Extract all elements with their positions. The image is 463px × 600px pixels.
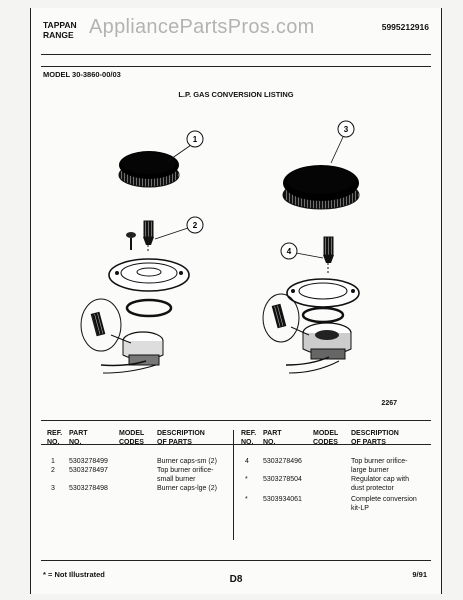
row-part: 5303278496 <box>263 458 302 465</box>
hdr-ref: REF.NO. <box>47 430 63 446</box>
small-burner-orifice <box>143 220 154 253</box>
row-part: 5303934061 <box>263 496 302 503</box>
header-rule <box>41 54 431 55</box>
row-desc: Burner caps-sm (2) <box>157 458 217 465</box>
row-ref: 4 <box>245 458 249 465</box>
large-igniter-inset <box>262 293 310 343</box>
row-ref: * <box>245 496 248 503</box>
header-rule-2 <box>41 66 431 67</box>
row-part: 5303278504 <box>263 476 302 483</box>
page-code: D8 <box>229 574 243 585</box>
row-ref: 1 <box>51 458 55 465</box>
row-part: 5303278497 <box>69 467 108 474</box>
large-burner-orifice <box>323 236 334 273</box>
publication-number: 5995212916 <box>381 22 429 32</box>
large-burner-base <box>286 278 360 308</box>
brand-line-2: RANGE <box>43 30 74 40</box>
row-ref: 3 <box>51 485 55 492</box>
brand-line-1: TAPPAN <box>43 20 77 30</box>
parts-sheet: TAPPAN RANGE AppliancePartsPros.com 5995… <box>30 8 442 594</box>
model-number: MODEL 30-3860-00/03 <box>43 70 121 79</box>
section-title: L.P. GAS CONVERSION LISTING <box>178 90 294 99</box>
callout-4: 4 <box>287 247 292 256</box>
mounting-screw <box>126 232 136 250</box>
table-header-rule <box>41 444 431 445</box>
table-divider <box>233 430 234 540</box>
igniter-inset <box>80 298 132 352</box>
table-top-rule <box>41 420 431 421</box>
hdr-ref-right: REF.NO. <box>241 430 257 446</box>
figure-number: 2267 <box>381 400 397 407</box>
callout-1: 1 <box>193 135 198 144</box>
revision-date: 9/91 <box>412 570 427 579</box>
large-burner-cap <box>282 165 360 210</box>
large-burner-assembly: 3 4 <box>262 120 360 374</box>
watermark-logo: AppliancePartsPros.com <box>89 16 389 40</box>
small-burner-base <box>108 258 190 292</box>
seal-ring <box>125 298 173 318</box>
callout-3: 3 <box>344 125 349 134</box>
watermark-text: AppliancePartsPros.com <box>89 16 315 38</box>
exploded-diagram: 1 2 <box>80 120 360 374</box>
row-desc: Burner caps-lge (2) <box>157 485 217 492</box>
row-ref: * <box>245 476 248 483</box>
table-bottom-rule <box>41 560 431 561</box>
small-burner-cap <box>118 151 180 188</box>
row-desc: Top burner orifice-small burner <box>157 467 214 483</box>
small-burner-valve <box>100 331 164 374</box>
large-burner-valve <box>285 322 352 374</box>
row-desc: Top burner orifice-large burner <box>351 458 408 474</box>
footnote: * = Not Illustrated <box>43 570 105 579</box>
large-seal-ring <box>301 306 345 324</box>
callout-2: 2 <box>193 221 198 230</box>
row-ref: 2 <box>51 467 55 474</box>
small-burner-assembly: 1 2 <box>80 130 204 374</box>
row-part: 5303278498 <box>69 485 108 492</box>
row-part: 5303278499 <box>69 458 108 465</box>
brand-block: TAPPAN RANGE <box>43 20 77 40</box>
